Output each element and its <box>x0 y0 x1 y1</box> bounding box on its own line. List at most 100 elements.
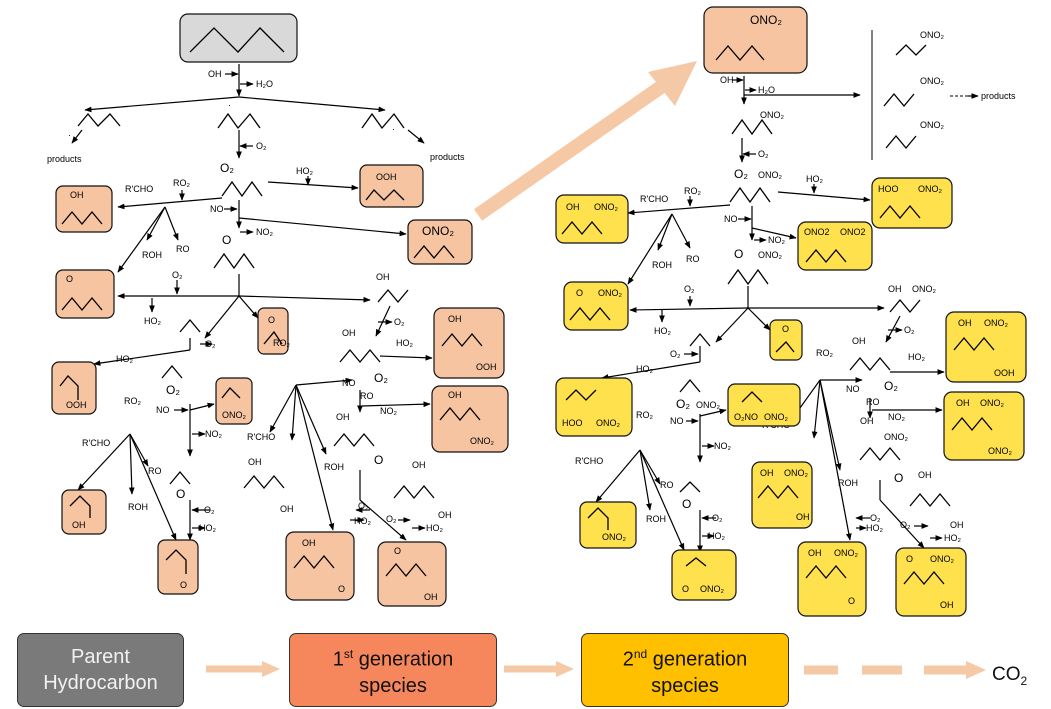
product-box-ketone <box>55 269 115 319</box>
label-ono2b-1: ONO2 <box>840 227 866 237</box>
label-oh-iso-5: OH <box>280 504 294 514</box>
label-oh-prod-5: OH <box>424 592 438 602</box>
label-o2-7: O₂ <box>204 505 215 515</box>
label-ho2-r5: HO₂ <box>944 533 962 543</box>
label-ooh-2: OOH <box>476 362 497 372</box>
legend-parent-hydrocarbon: Parent Hydrocarbon <box>17 633 184 707</box>
label-ono2-r12: ONO₂ <box>784 468 809 478</box>
label-oh-r1: OH <box>566 202 580 212</box>
label-ono2-r18: ONO₂ <box>602 532 627 542</box>
label-ho2-r2: HO₂ <box>654 326 672 336</box>
label-o-radical-r2: O <box>894 471 903 485</box>
label-o2-1: O₂ <box>256 141 267 151</box>
label-o2-4: O₂ <box>358 501 369 511</box>
label-ho2-2: HO₂ <box>144 316 162 326</box>
label-ho2-r7: HO₂ <box>708 531 726 541</box>
product-box-alcohol <box>55 185 113 233</box>
label-no2-r3: NO₂ <box>714 441 732 451</box>
label-o-ald-1: O <box>268 315 275 325</box>
label-ooh-3: OOH <box>66 400 87 410</box>
second-gen-box-hydroperoxide-nitrate <box>871 177 953 229</box>
label-ro2-3: RO₂ <box>124 396 142 406</box>
label-ho2-r4: HO₂ <box>866 523 884 533</box>
label-roh-1: ROH <box>142 250 162 260</box>
label-ono2-r6: ONO₂ <box>598 288 623 298</box>
label-o2-r4: O₂ <box>870 513 881 523</box>
label-ro2-2: RO₂ <box>273 338 291 348</box>
label-o2-radical-r1: O₂ <box>734 167 748 181</box>
label-no-2: NO <box>342 378 356 388</box>
label-ono2-r1: ONO₂ <box>760 110 785 120</box>
big-transition-arrow <box>473 61 697 221</box>
second-gen-box-hydroxy-dinitrate <box>943 391 1025 461</box>
label-ono2-2: ONO₂ <box>470 436 495 446</box>
label-products-left: products <box>47 154 82 164</box>
label-ro2-r2: RO₂ <box>816 348 834 358</box>
product-box-hydroxy-nitrate <box>431 385 509 453</box>
label-o-radical-r1: O <box>734 247 743 261</box>
product-box-nitrate <box>407 219 473 265</box>
label-ono2-r3: ONO₂ <box>918 184 943 194</box>
label-oh-r7: OH <box>760 468 774 478</box>
second-gen-box-hydroxy-hydroperoxide-nitrate <box>945 311 1027 383</box>
second-gen-box-hydroxy-aldehyde-nitrate <box>797 541 867 617</box>
label-ro-2: RO <box>360 391 374 401</box>
label-o-r1: O <box>576 288 583 298</box>
label-oh-iso-1: OH <box>376 272 390 282</box>
label-ono2-r5: ONO₂ <box>758 250 783 260</box>
label-ono2-1: ONO₂ <box>422 224 454 238</box>
product-box-hydroxy-ketone <box>377 541 447 607</box>
label-ho2-7: HO₂ <box>199 523 217 533</box>
label-o2no-1: O₂NO <box>734 412 758 422</box>
legend-arrows <box>206 661 986 679</box>
label-ro2-r1: RO₂ <box>684 186 702 196</box>
label-roh-2: ROH <box>324 462 344 472</box>
label-o-radical-2: O <box>374 453 383 467</box>
label-oh-prod-6: OH <box>72 520 86 530</box>
label-ono2-r15: ONO₂ <box>596 418 621 428</box>
label-roh-r3: ROH <box>646 514 666 524</box>
label-no-1: NO <box>210 204 224 214</box>
product-box-hydroperoxide <box>359 164 424 208</box>
label-ro-1: RO <box>176 244 190 254</box>
label-o-ketone-1: O <box>66 274 73 284</box>
label-ono2-r14: ONO₂ <box>930 554 955 564</box>
label-oh-r3: OH <box>852 336 866 346</box>
label-ho2-r6: HO₂ <box>636 364 654 374</box>
label-ho2-4: HO₂ <box>354 516 372 526</box>
label-ono2-r19: ONO₂ <box>700 584 725 594</box>
label-oh-r12: OH <box>940 600 954 610</box>
label-o-ald-2: O <box>338 584 345 594</box>
label-ho2-1: HO₂ <box>296 166 314 176</box>
label-oh-prod-4: OH <box>302 538 316 548</box>
second-generation-scheme: ONO₂ ONO₂ ONO₂ ONO₂ products OH H₂O ONO₂… <box>555 6 1027 617</box>
label-o2-r5: O₂ <box>900 520 911 530</box>
label-rcho-1: R'CHO <box>125 184 153 194</box>
label-rcho-3: R'CHO <box>82 438 110 448</box>
label-ro-3: RO <box>148 466 162 476</box>
radical-dot-left: · <box>68 130 71 140</box>
first-gen-nitrate-box <box>703 6 808 74</box>
label-oh-iso-6: OH <box>412 460 426 470</box>
label-ono2-r17: ONO₂ <box>764 412 789 422</box>
legend-parent-line2: Hydrocarbon <box>43 672 158 694</box>
label-products-right: products <box>430 152 465 162</box>
label-oh-iso-4: OH <box>248 457 262 467</box>
label-o2-radical-r2: O₂ <box>884 379 898 393</box>
label-oh-r4: OH <box>958 318 972 328</box>
product-box-propanal <box>157 539 199 595</box>
label-ono2-br-3: ONO₂ <box>920 120 945 130</box>
radical-dot-mid: · <box>228 100 231 110</box>
label-oh-prod-2: OH <box>448 314 462 324</box>
label-ono2-br-2: ONO₂ <box>920 76 945 86</box>
label-hoo-2: HOO <box>562 418 583 428</box>
label-ono2-r9: ONO₂ <box>980 398 1005 408</box>
label-roh-r2: ROH <box>838 478 858 488</box>
label-o-radical-r3: O <box>682 497 691 511</box>
label-no-3: NO <box>156 405 170 415</box>
label-oh-r2: OH <box>888 284 902 294</box>
label-no2-r1: NO₂ <box>768 235 786 245</box>
label-ho2-6: HO₂ <box>116 354 134 364</box>
label-o2-radical-r3: O₂ <box>676 397 690 411</box>
